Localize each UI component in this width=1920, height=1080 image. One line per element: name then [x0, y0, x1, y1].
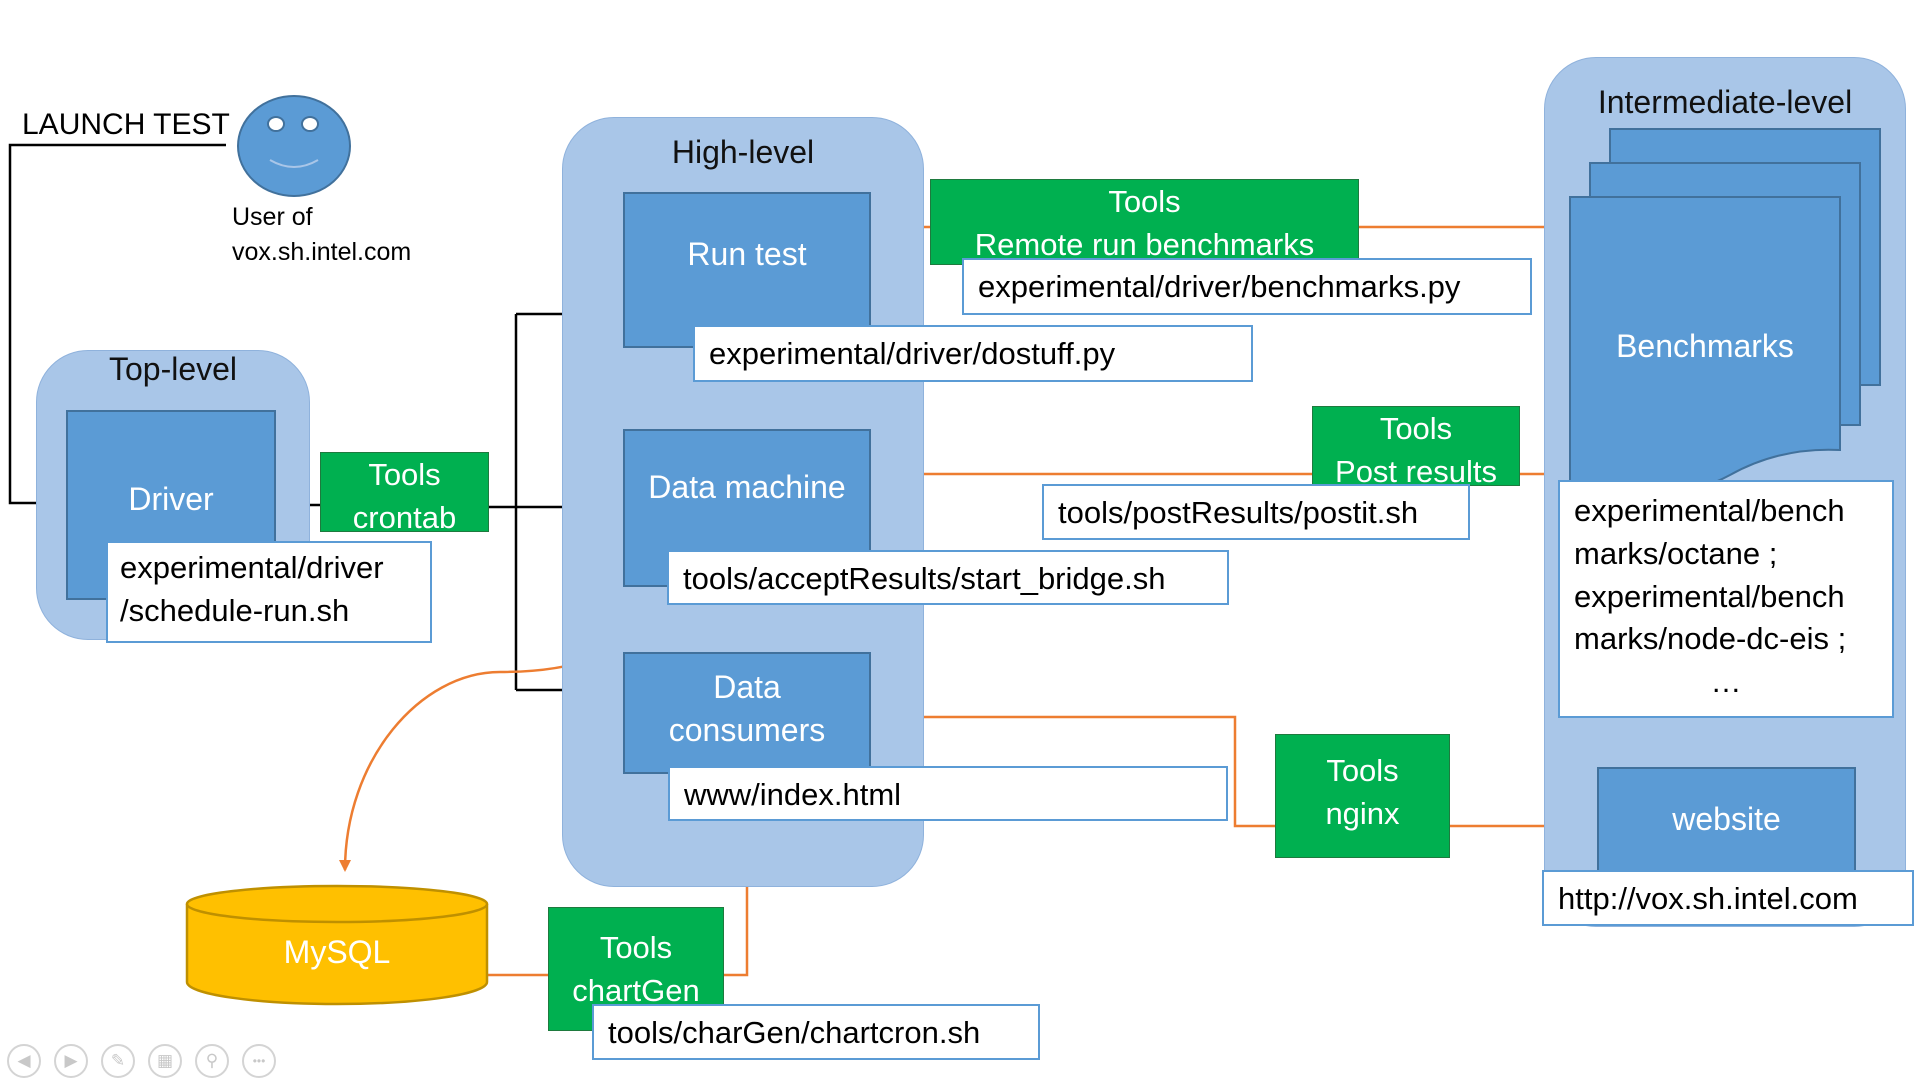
crontab-tool[interactable]: Tools crontab [320, 452, 489, 532]
crontab-tool-line1: Tools [368, 457, 441, 492]
data-machine-path-label: tools/acceptResults/start_bridge.sh [667, 550, 1229, 605]
benchmarks-stack[interactable] [1560, 125, 1890, 505]
data-consumers-line1: Data [713, 668, 781, 705]
chartgen-tool-line2: chartGen [572, 973, 700, 1009]
top-level-title: Top-level [108, 351, 238, 387]
mysql-cylinder[interactable] [184, 884, 490, 1010]
intermediate-level-title: Intermediate-level [1597, 84, 1853, 120]
post-results-path-label: tools/postResults/postit.sh [1042, 484, 1470, 540]
chartgen-tool-line1: Tools [599, 930, 673, 965]
data-consumers-line2: consumers [668, 712, 826, 748]
launch-test-label: LAUNCH TEST [22, 108, 230, 141]
driver-path-line2: /schedule-run.sh [120, 592, 350, 628]
remote-run-tool-line1: Tools [1108, 184, 1181, 219]
pen-icon[interactable]: ✎ [101, 1044, 135, 1078]
user-caption: User of vox.sh.intel.com [232, 200, 411, 269]
user-caption-line2: vox.sh.intel.com [232, 237, 412, 266]
remote-run-path-label: experimental/driver/benchmarks.py [962, 258, 1532, 315]
back-icon[interactable]: ◀ [7, 1044, 41, 1078]
website-url-label[interactable]: http://vox.sh.intel.com [1542, 870, 1914, 926]
bench-line-5: … [1710, 664, 1742, 700]
nginx-tool-line1: Tools [1326, 753, 1399, 788]
post-results-tool-line1: Tools [1379, 411, 1453, 446]
more-icon[interactable]: ••• [242, 1044, 276, 1078]
remote-run-tool[interactable]: Tools Remote run benchmarks [930, 179, 1359, 265]
driver-path-line1: experimental/driver [120, 550, 384, 585]
bench-line-3: experimental/bench [1574, 578, 1845, 614]
post-results-tool[interactable]: Tools Post results [1312, 406, 1520, 486]
run-test-box[interactable]: Run test [623, 192, 871, 348]
mysql-label: MySQL [283, 934, 391, 970]
run-test-path-label: experimental/driver/dostuff.py [693, 325, 1253, 382]
zoom-icon[interactable]: ⚲ [195, 1044, 229, 1078]
chartgen-path-label: tools/charGen/chartcron.sh [592, 1004, 1040, 1060]
user-smiley-icon [237, 95, 351, 197]
forward-icon[interactable]: ▶ [54, 1044, 88, 1078]
benchmarks-label: Benchmarks [1616, 328, 1794, 364]
bench-line-4: marks/node-dc-eis ; [1574, 621, 1847, 657]
nginx-tool[interactable]: Tools nginx [1275, 734, 1450, 858]
bench-line-2: marks/octane ; [1574, 535, 1778, 571]
consumers-nginx-line [883, 715, 1275, 828]
launch-arrow [8, 143, 226, 508]
data-consumers-box[interactable]: Data consumers [623, 652, 871, 774]
website-box[interactable]: website [1597, 767, 1856, 885]
bench-line-1: experimental/bench [1574, 493, 1845, 528]
high-level-title: High-level [671, 134, 815, 170]
remote-run-tool-line2: Remote run benchmarks [974, 227, 1315, 263]
driver-path-label: experimental/driver /schedule-run.sh [106, 541, 432, 643]
crontab-tool-line2: crontab [352, 500, 457, 532]
post-results-tool-line2: Post results [1335, 454, 1497, 486]
benchmarks-path-label: experimental/bench marks/octane ; experi… [1558, 480, 1894, 718]
slides-icon[interactable]: ▦ [148, 1044, 182, 1078]
user-caption-line1: User of [232, 203, 313, 231]
nginx-tool-line2: nginx [1325, 796, 1400, 832]
data-consumers-path-label: www/index.html [668, 766, 1228, 821]
